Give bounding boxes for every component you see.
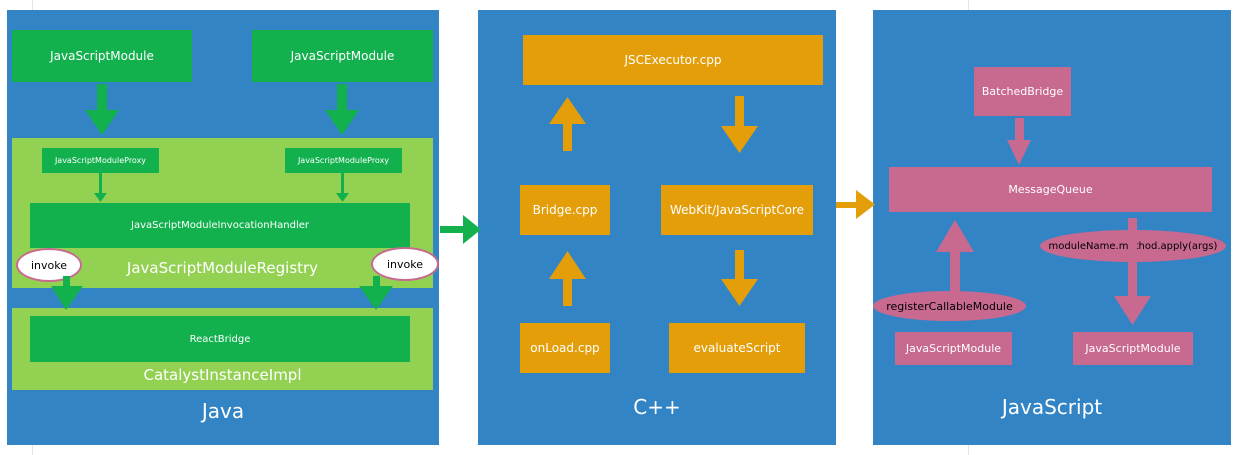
proxy-left: JavaScriptModuleProxy [42, 148, 159, 173]
proxy-right: JavaScriptModuleProxy [285, 148, 402, 173]
arrow-java-to-cpp [440, 215, 481, 244]
bridge-cpp: Bridge.cpp [520, 185, 610, 235]
java-panel: JavaScriptModule JavaScriptModule JavaSc… [7, 10, 439, 445]
js-panel: BatchedBridge MessageQueue JavaScriptMod… [873, 10, 1231, 445]
register-label: registerCallableModule [873, 291, 1026, 321]
webkit-javascriptcore: WebKit/JavaScriptCore [661, 185, 813, 235]
batched-bridge: BatchedBridge [974, 67, 1071, 116]
js-module-right: JavaScriptModule [1073, 332, 1193, 365]
evaluate-script: evaluateScript [669, 323, 805, 373]
cpp-title: C++ [633, 395, 681, 419]
invoke-left-label: invoke [16, 248, 82, 282]
java-title: Java [201, 399, 245, 423]
js-module-left: JavaScriptModule [895, 332, 1012, 365]
onload-cpp: onLoad.cpp [520, 323, 610, 373]
java-module-left: JavaScriptModule [12, 30, 192, 82]
message-queue: MessageQueue [889, 167, 1212, 212]
arrow-cpp-to-js [836, 190, 875, 219]
react-bridge: ReactBridge [30, 316, 410, 362]
jsc-executor: JSCExecutor.cpp [523, 35, 823, 85]
catalyst-label: CatalystInstanceImpl [143, 366, 302, 384]
invoke-right-label: invoke [371, 247, 439, 281]
apply-label: moduleName.method.apply(args) [1040, 230, 1226, 262]
registry-label: JavaScriptModuleRegistry [126, 259, 319, 277]
cpp-panel: JSCExecutor.cpp Bridge.cpp WebKit/JavaSc… [478, 10, 836, 445]
invocation-handler: JavaScriptModuleInvocationHandler [30, 203, 410, 248]
java-module-right: JavaScriptModule [252, 30, 433, 82]
js-title: JavaScript [1001, 395, 1103, 419]
